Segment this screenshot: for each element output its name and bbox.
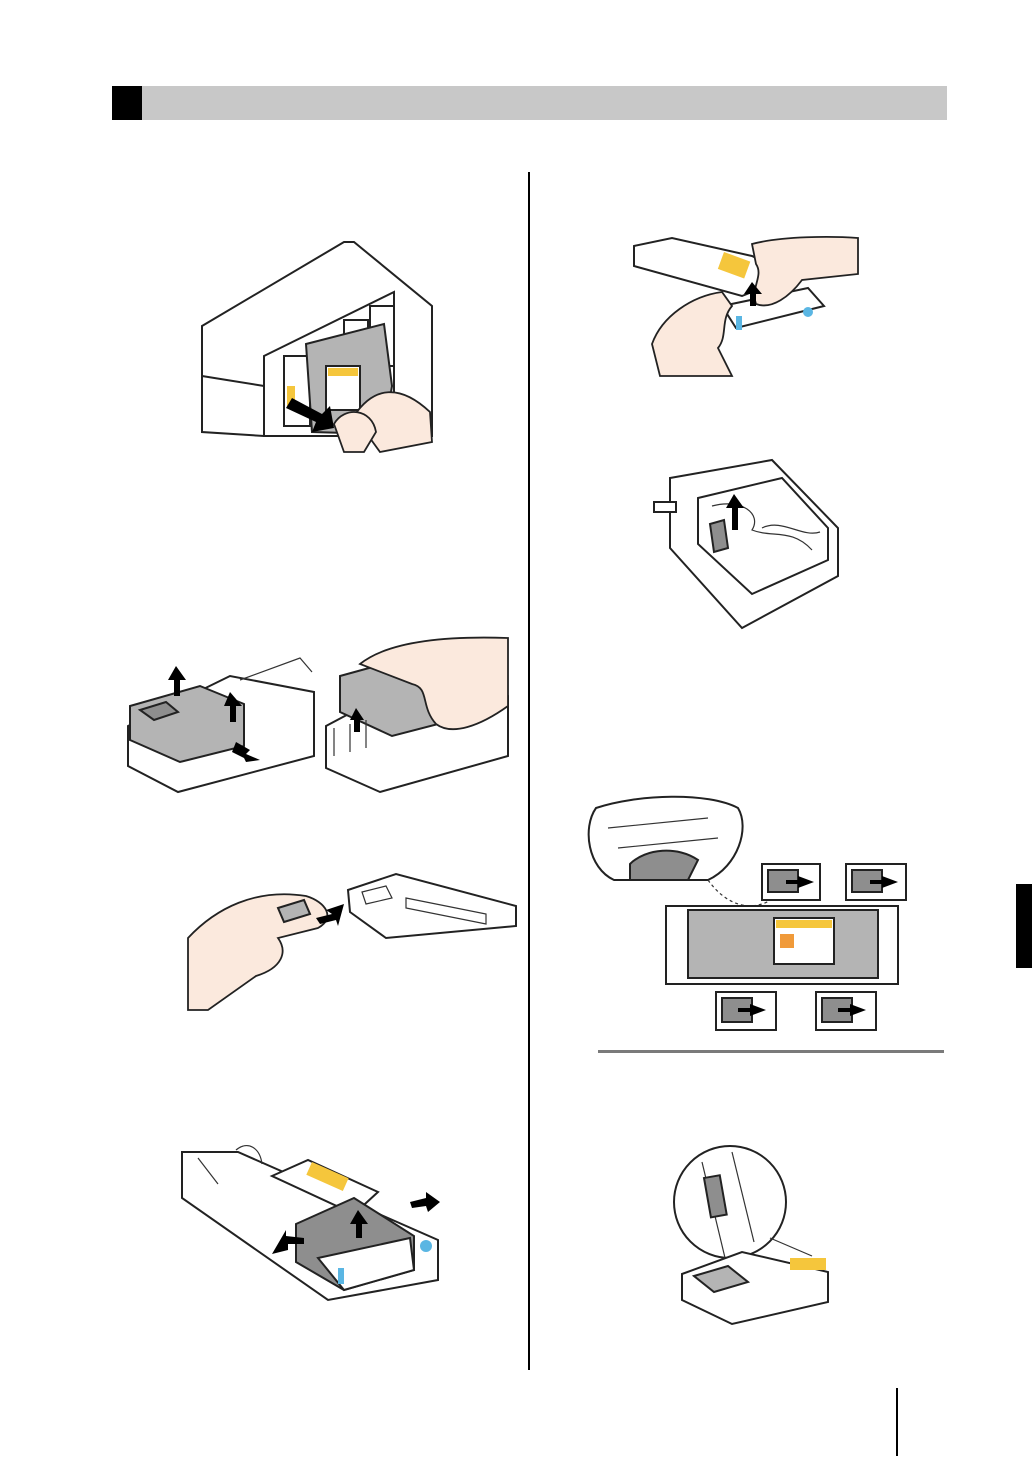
column-divider: [528, 172, 530, 1370]
guide-detail-bottom-right: [816, 992, 876, 1030]
fig-check-clip: [672, 1142, 828, 1324]
arrow-icon: [410, 1192, 440, 1212]
page-number-rule: [896, 1388, 898, 1456]
fig-remove-cartridge: [194, 236, 438, 454]
section-header-bar: [112, 86, 947, 120]
fig-align-bag: [578, 788, 912, 1034]
panel-lift-cover: [326, 638, 508, 792]
guide-detail-top-right: [846, 864, 906, 900]
note-divider: [598, 1050, 944, 1053]
chapter-side-tab: [1016, 884, 1032, 968]
guide-detail-top-left: [762, 864, 820, 900]
fig-open-cover: [120, 636, 510, 794]
fig-lift-bag: [652, 458, 842, 630]
warning-label-icon: [780, 934, 794, 948]
guide-detail-bottom-left: [716, 992, 776, 1030]
fig-pull-tab: [632, 236, 858, 376]
fig-lift-lid: [178, 1140, 446, 1300]
panel-release-latch: [128, 658, 314, 792]
fig-remove-tab: [186, 868, 524, 1010]
section-marker: [112, 86, 142, 120]
